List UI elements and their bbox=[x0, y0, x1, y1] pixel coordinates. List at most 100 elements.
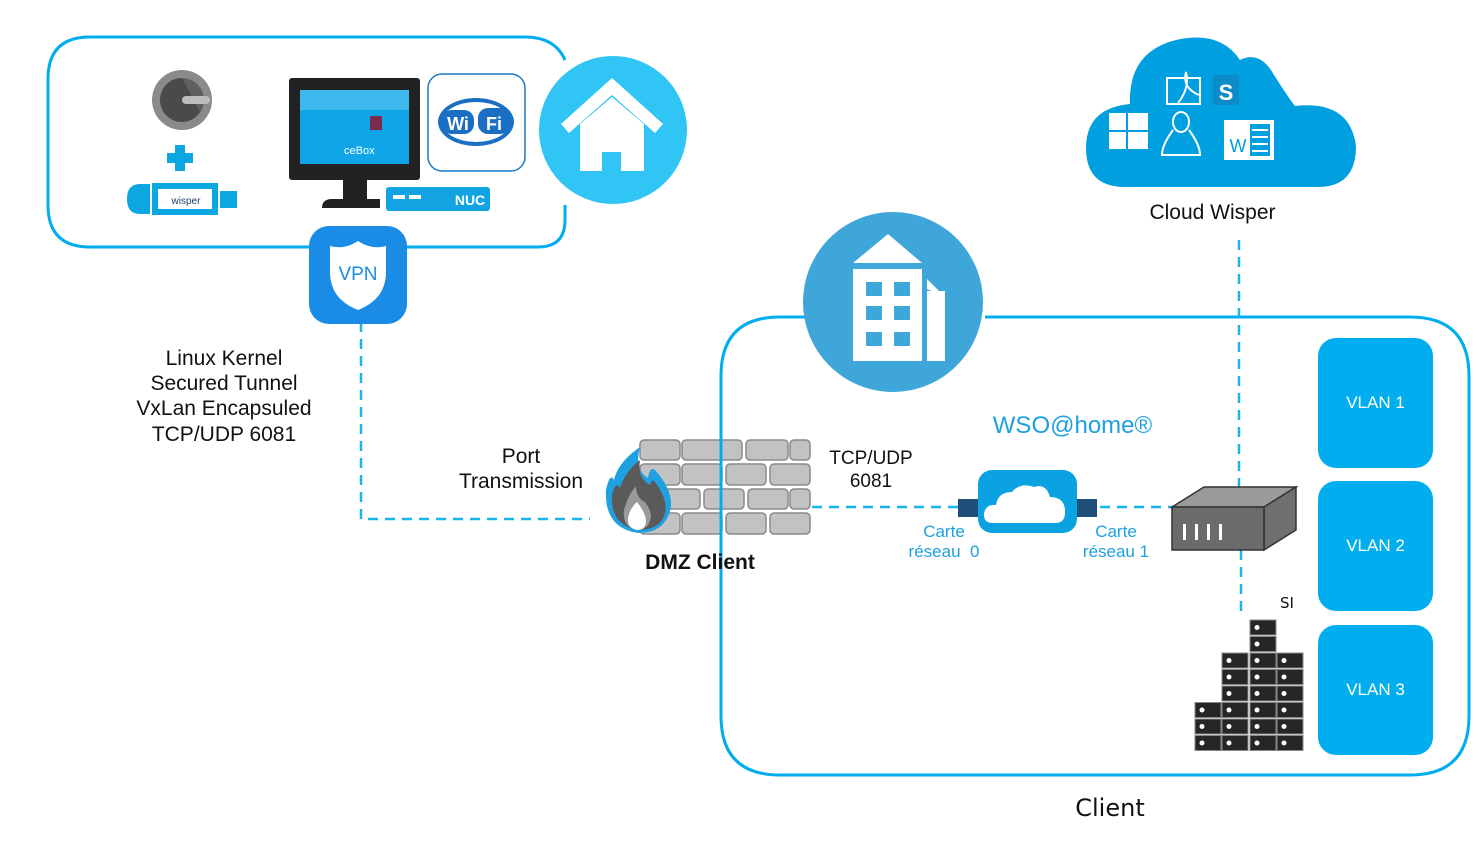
nic0-label: Carte réseau 0 bbox=[894, 522, 994, 563]
tunnel-description: Linux Kernel Secured Tunnel VxLan Encaps… bbox=[100, 346, 348, 447]
server-led bbox=[1226, 674, 1232, 680]
server-led bbox=[1281, 707, 1287, 713]
server-unit bbox=[1276, 685, 1304, 702]
cloud-wisper-label: Cloud Wisper bbox=[1149, 201, 1276, 224]
tunnel-line-2: Secured Tunnel bbox=[150, 372, 298, 396]
server-led bbox=[1226, 707, 1232, 713]
flame-icon bbox=[605, 447, 672, 533]
server-led bbox=[1281, 724, 1287, 729]
server-led bbox=[1199, 724, 1205, 729]
home-site-box bbox=[46, 35, 567, 249]
client-site-box bbox=[719, 315, 1471, 777]
linux-icon bbox=[1160, 111, 1202, 156]
svg-text:ceBox: ceBox bbox=[344, 145, 375, 157]
nic1-line-2: réseau 1 bbox=[1082, 542, 1150, 562]
vpn-shield-icon bbox=[309, 226, 407, 324]
plus-icon bbox=[167, 145, 193, 171]
skype-icon: S bbox=[1213, 75, 1239, 105]
server-led bbox=[1281, 740, 1287, 746]
port-line-1: Port bbox=[501, 445, 541, 468]
vpn-label: VPN bbox=[338, 264, 378, 285]
vlan-3-box: VLAN 3 bbox=[1318, 625, 1433, 755]
server-led bbox=[1281, 674, 1287, 680]
tcp-line-1: TCP/UDP bbox=[829, 448, 913, 469]
dmz-client-label: DMZ Client bbox=[645, 551, 755, 574]
word-icon: W bbox=[1224, 120, 1274, 160]
monitor-icon: ceBox bbox=[289, 78, 420, 208]
svg-text:wisper: wisper bbox=[171, 196, 202, 207]
tunnel-line-1: Linux Kernel bbox=[165, 347, 283, 370]
server-unit bbox=[1249, 685, 1277, 702]
server-led bbox=[1254, 674, 1260, 680]
svg-text:W: W bbox=[1230, 136, 1247, 156]
server-led bbox=[1226, 691, 1232, 696]
server-unit bbox=[1249, 652, 1277, 669]
server-led bbox=[1254, 724, 1260, 729]
wifi-icon: Wi Fi bbox=[427, 73, 526, 172]
server-unit bbox=[1194, 702, 1222, 718]
server-led bbox=[1199, 740, 1205, 746]
svg-text:NUC: NUC bbox=[455, 192, 485, 208]
server-led bbox=[1199, 707, 1205, 713]
wso-home-label: WSO@home® bbox=[992, 412, 1153, 439]
server-unit bbox=[1249, 702, 1277, 718]
si-label: SI bbox=[1280, 594, 1294, 612]
server-led bbox=[1226, 658, 1232, 663]
nuc-box-icon: NUC bbox=[386, 187, 490, 211]
server-unit bbox=[1276, 669, 1304, 685]
server-led bbox=[1254, 641, 1260, 647]
server-unit bbox=[1221, 718, 1249, 735]
server-unit bbox=[1249, 669, 1277, 685]
port-line-2: Transmission bbox=[458, 470, 584, 494]
server-unit bbox=[1194, 718, 1222, 735]
nic0-line-1: Carte bbox=[923, 522, 965, 541]
vpn-to-dmz-link bbox=[359, 322, 590, 521]
server-unit bbox=[1221, 652, 1249, 669]
cloud-wisper-icon: S W bbox=[1086, 37, 1356, 187]
tcp-line-2: 6081 bbox=[849, 470, 893, 492]
nic1-label: Carte réseau 1 bbox=[1066, 522, 1166, 563]
usb-key-icon: wisper bbox=[127, 183, 237, 215]
server-led bbox=[1254, 740, 1260, 746]
port-transmission-label: Port Transmission bbox=[445, 444, 597, 494]
wso-appliance-icon bbox=[958, 470, 1097, 533]
switch-icon bbox=[1169, 485, 1299, 552]
server-led bbox=[1226, 724, 1232, 729]
building-icon bbox=[803, 212, 983, 392]
nic0-line-2: réseau 0 bbox=[908, 542, 980, 562]
server-stack-icon bbox=[1194, 619, 1304, 751]
server-unit bbox=[1249, 735, 1277, 751]
server-unit bbox=[1221, 669, 1249, 685]
house-icon bbox=[539, 56, 687, 204]
server-led bbox=[1254, 658, 1260, 663]
server-unit bbox=[1221, 685, 1249, 702]
nic1-line-1: Carte bbox=[1095, 522, 1137, 541]
server-unit bbox=[1221, 735, 1249, 751]
server-unit bbox=[1221, 702, 1249, 718]
server-led bbox=[1254, 691, 1260, 696]
tunnel-line-4: TCP/UDP 6081 bbox=[151, 422, 297, 446]
svg-text:Fi: Fi bbox=[486, 114, 502, 134]
vlan-2-box: VLAN 2 bbox=[1318, 481, 1433, 611]
svg-text:S: S bbox=[1219, 80, 1234, 105]
dashed-links bbox=[359, 240, 1243, 615]
acrobat-icon bbox=[1166, 71, 1201, 105]
tcp-udp-label: TCP/UDP 6081 bbox=[815, 448, 927, 494]
server-led bbox=[1254, 707, 1260, 713]
client-label: Client bbox=[1075, 794, 1145, 822]
svg-text:Wi: Wi bbox=[447, 114, 469, 134]
vlan-1-box: VLAN 1 bbox=[1318, 338, 1433, 468]
server-unit bbox=[1276, 735, 1304, 751]
server-led bbox=[1254, 625, 1260, 630]
server-unit bbox=[1194, 735, 1222, 751]
server-led bbox=[1281, 658, 1287, 663]
server-unit bbox=[1276, 702, 1304, 718]
server-unit bbox=[1276, 652, 1304, 669]
google-authenticator-icon bbox=[152, 70, 212, 130]
server-unit bbox=[1276, 718, 1304, 735]
server-unit bbox=[1249, 619, 1277, 636]
windows-icon bbox=[1109, 113, 1148, 149]
server-unit bbox=[1249, 718, 1277, 735]
server-led bbox=[1226, 740, 1232, 746]
